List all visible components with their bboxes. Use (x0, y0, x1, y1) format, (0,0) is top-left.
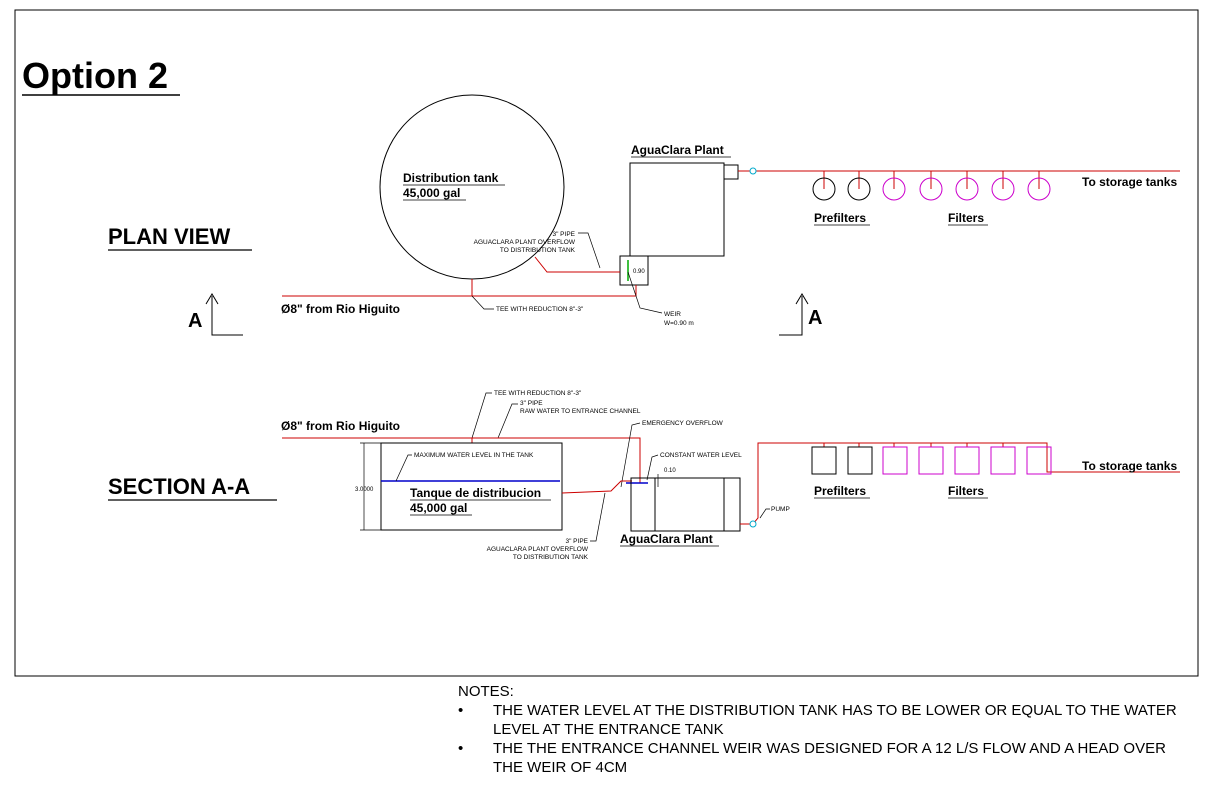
plan-tee-label: TEE WITH REDUCTION 8"-3" (496, 306, 584, 313)
plan-supply-label: Ø8" from Rio Higuito (281, 302, 400, 316)
section-view: SECTION A-A TEE WITH REDUCTION 8"-3" 3" … (108, 390, 1180, 561)
filter (991, 177, 1015, 201)
sheet-border (14, 9, 1199, 677)
filter (955, 177, 979, 201)
section-overflow-line-1: 3" PIPE (565, 538, 588, 545)
note-bullet: • (458, 702, 464, 719)
emergency-overflow-leader (620, 422, 641, 488)
pump-label: PUMP (771, 506, 790, 513)
max-level-label: MAXIMUM WATER LEVEL IN THE TANK (414, 452, 534, 459)
notes-list: • THE WATER LEVEL AT THE DISTRIBUTION TA… (458, 701, 1198, 777)
section-supply-label: Ø8" from Rio Higuito (281, 419, 400, 433)
filter (1027, 177, 1051, 201)
section-marker-right (779, 296, 803, 336)
section-tee-leader (471, 392, 492, 439)
plan-view-label: PLAN VIEW (108, 224, 230, 249)
plan-filters-label: Filters (948, 211, 984, 225)
section-marker-label-right: A (808, 307, 822, 329)
section-supply-pipe (282, 437, 641, 483)
filter (954, 446, 980, 475)
plan-prefilters-label: Prefilters (814, 211, 866, 225)
plan-overflow-pipe (534, 256, 620, 273)
prefilter (847, 177, 871, 201)
section-tee-label: TEE WITH REDUCTION 8"-3" (494, 390, 582, 397)
plan-outlet-label: To storage tanks (1082, 175, 1177, 189)
notes-block: NOTES: • THE WATER LEVEL AT THE DISTRIBU… (458, 682, 1198, 777)
section-tank-name: Tanque de distribucion (410, 486, 541, 500)
constant-level-label: CONSTANT WATER LEVEL (660, 452, 742, 459)
plan-overflow-line-2: AGUACLARA PLANT OVERFLOW (474, 239, 576, 246)
height-dim: 3.0000 (355, 487, 374, 493)
plan-outlet-fitting (749, 167, 757, 175)
page-title: Option 2 (22, 55, 168, 96)
section-prefilters (811, 443, 873, 475)
prefilter (812, 177, 836, 201)
section-plant-label: AguaClara Plant (620, 532, 713, 546)
plan-overflow-line-3: TO DISTRIBUTION TANK (500, 247, 576, 254)
section-filters-label: Filters (948, 484, 984, 498)
plan-tee-leader (471, 295, 494, 310)
plan-overflow-leader (578, 232, 601, 269)
section-outlet-label: To storage tanks (1082, 459, 1177, 473)
plan-entrance-tank (619, 255, 649, 286)
section-overflow-line-2: AGUACLARA PLANT OVERFLOW (487, 546, 589, 553)
section-overflow-line-3: TO DISTRIBUTION TANK (513, 554, 589, 561)
section-tank-volume: 45,000 gal (410, 501, 467, 515)
section-arrow-right (795, 293, 809, 305)
section-arrow-left (205, 293, 219, 305)
section-prefilters-label: Prefilters (814, 484, 866, 498)
note-text: THE WATER LEVEL AT THE DISTRIBUTION TANK… (493, 702, 1177, 738)
prefilter (811, 446, 837, 475)
constant-level-leader (646, 454, 659, 481)
plan-tank-name: Distribution tank (403, 171, 499, 185)
pump-icon (749, 520, 757, 528)
section-raw-line-1: 3" PIPE (520, 400, 543, 407)
section-filters (882, 443, 1052, 475)
filter (990, 446, 1016, 475)
note-text: THE THE ENTRANCE CHANNEL WEIR WAS DESIGN… (493, 740, 1166, 776)
filter (882, 446, 908, 475)
filter (919, 177, 943, 201)
plan-overflow-line-1: 3" PIPE (552, 231, 575, 238)
section-overflow-pipe (561, 480, 632, 494)
filter (882, 177, 906, 201)
section-raw-leader (497, 403, 518, 439)
section-marker-left (211, 296, 243, 336)
plan-weir-dim: 0.90 (633, 269, 645, 275)
max-level-leader (395, 454, 412, 482)
plan-prefilters (812, 171, 871, 201)
filter (918, 446, 944, 475)
plan-filters (882, 171, 1051, 201)
pump-leader (759, 508, 770, 519)
section-marker-label-left: A (188, 310, 202, 332)
notes-header: NOTES: (458, 683, 514, 700)
prefilter (847, 446, 873, 475)
plan-weir-label-2: W=0.90 m (664, 320, 694, 327)
level-dim: 0.10 (664, 468, 676, 474)
plan-plant-label: AguaClara Plant (631, 143, 724, 157)
plan-plant-outlet-box (723, 164, 739, 180)
plan-view: PLAN VIEW Distribution tank 45,000 gal A… (108, 94, 1180, 336)
section-overflow-leader (590, 492, 606, 542)
plan-tank-volume: 45,000 gal (403, 186, 460, 200)
section-aguaclara-plant (630, 477, 741, 532)
note-item: • THE WATER LEVEL AT THE DISTRIBUTION TA… (458, 701, 1198, 739)
emergency-overflow-label: EMERGENCY OVERFLOW (642, 420, 724, 427)
plan-weir-leader (627, 271, 663, 314)
filter (1026, 446, 1052, 475)
note-item: • THE THE ENTRANCE CHANNEL WEIR WAS DESI… (458, 739, 1198, 777)
section-view-label: SECTION A-A (108, 474, 250, 499)
note-bullet: • (458, 740, 464, 757)
plan-weir-label-1: WEIR (664, 311, 681, 318)
plan-aguaclara-plant (629, 162, 725, 257)
section-raw-line-2: RAW WATER TO ENTRANCE CHANNEL (520, 408, 641, 415)
section-distribution-tank (380, 442, 563, 531)
